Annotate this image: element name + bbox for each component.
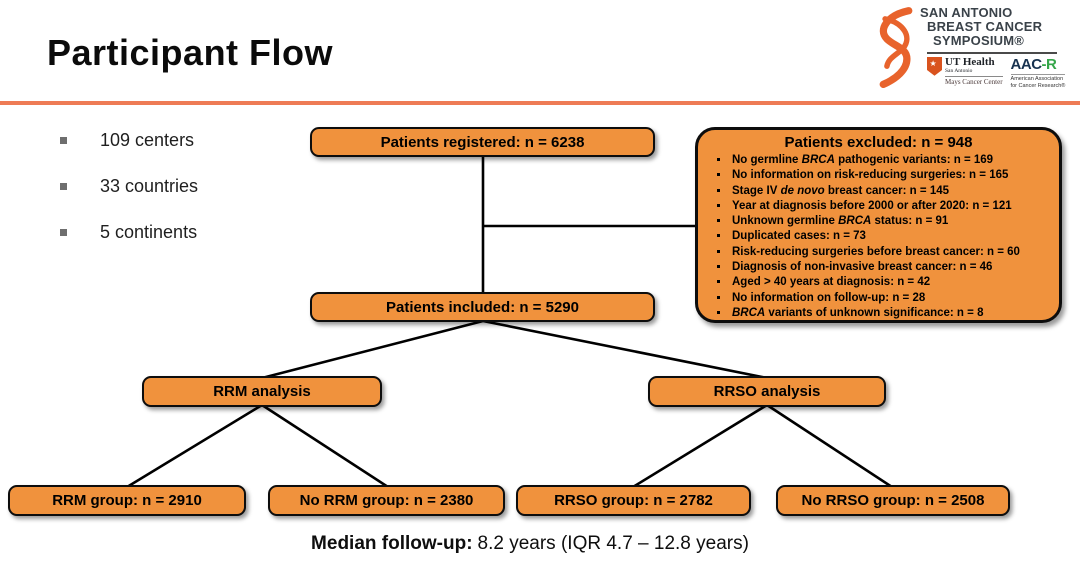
excluded-item: No germline BRCA pathogenic variants: n … [730,153,1051,168]
node-rrm-group: RRM group: n = 2910 [8,485,246,516]
aacr-logo: AAC-R American Association for Cancer Re… [1010,55,1066,90]
aacr-word-main: AAC [1010,55,1043,73]
logo-divider [927,51,1057,54]
excluded-list: No germline BRCA pathogenic variants: n … [730,153,1051,321]
median-followup-value: 8.2 years (IQR 4.7 – 12.8 years) [477,533,749,554]
median-followup: Median follow-up:8.2 years (IQR 4.7 – 12… [0,533,1060,555]
ut-health-text: UT Health San Antonio Mays Cancer Center [945,55,1003,87]
ut-health-name: UT Health [945,55,995,68]
stat-countries: 33 countries [60,176,198,197]
excluded-item: Aged > 40 years at diagnosis: n = 42 [730,275,1051,290]
aacr-subtitle-line2: for Cancer Research® [1010,82,1066,89]
ut-shield-icon [927,56,942,76]
node-patients-included: Patients included: n = 5290 [310,292,655,322]
symposium-line-1: SAN ANTONIO [920,5,1013,20]
symposium-wordmark: SAN ANTONIO BREAST CANCER SYMPOSIUM® [920,6,1065,48]
excluded-item: No information on risk-reducing surgerie… [730,168,1051,183]
mays-cancer-center-label: Mays Cancer Center [945,76,1003,87]
excluded-item: Diagnosis of non-invasive breast cancer:… [730,260,1051,275]
aacr-word-accent: R [1046,55,1057,73]
symposium-line-3: SYMPOSIUM® [933,32,1025,48]
partner-logos: UT Health San Antonio Mays Cancer Center… [927,55,1066,90]
bullet-square-icon [60,183,67,190]
aacr-subtitle: American Association for Cancer Research… [1010,73,1066,90]
stats-list: 109 centers 33 countries 5 continents [60,130,198,268]
node-patients-excluded: Patients excluded: n = 948 No germline B… [695,127,1062,323]
excluded-item: Duplicated cases: n = 73 [730,229,1051,244]
ut-health-logo: UT Health San Antonio Mays Cancer Center [927,55,1003,87]
ut-health-subtitle: San Antonio [945,67,973,74]
sabcs-logo: SAN ANTONIO BREAST CANCER SYMPOSIUM® UT … [876,6,1074,90]
stat-centers-label: 109 centers [100,130,195,150]
node-rrm-analysis: RRM analysis [142,376,382,407]
node-patients-registered: Patients registered: n = 6238 [310,127,655,157]
median-followup-label: Median follow-up: [311,533,473,554]
sabcs-text-block: SAN ANTONIO BREAST CANCER SYMPOSIUM® UT … [920,6,1066,90]
ribbon-icon [879,7,913,88]
symposium-line-2: BREAST CANCER [927,18,1043,34]
node-no-rrm-group: No RRM group: n = 2380 [268,485,505,516]
node-rrso-analysis: RRSO analysis [648,376,886,407]
excluded-item: BRCA variants of unknown significance: n… [730,306,1051,321]
excluded-title: Patients excluded: n = 948 [784,134,973,151]
node-rrso-group: RRSO group: n = 2782 [516,485,751,516]
excluded-item: Risk-reducing surgeries before breast ca… [730,245,1051,260]
stat-centers: 109 centers [60,130,198,151]
page-title: Participant Flow [47,32,334,73]
stat-continents: 5 continents [60,222,198,243]
stat-continents-label: 5 continents [100,222,198,242]
excluded-item: No information on follow-up: n = 28 [730,291,1051,306]
accent-divider [0,101,1080,105]
bullet-square-icon [60,137,67,144]
excluded-item: Year at diagnosis before 2000 or after 2… [730,199,1051,214]
aacr-wordmark: AAC-R [1010,55,1057,73]
node-no-rrso-group: No RRSO group: n = 2508 [776,485,1010,516]
excluded-item: Unknown germline BRCA status: n = 91 [730,214,1051,229]
aacr-subtitle-line1: American Association [1010,75,1064,82]
excluded-item: Stage IV de novo breast cancer: n = 145 [730,184,1051,199]
bullet-square-icon [60,229,67,236]
stat-countries-label: 33 countries [100,176,199,196]
